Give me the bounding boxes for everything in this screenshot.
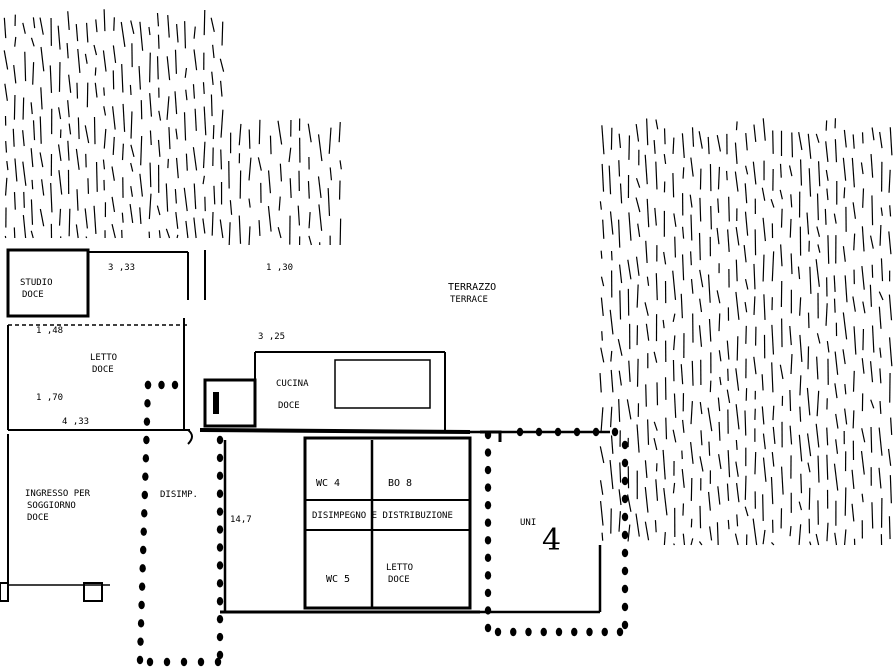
wc5-label: WC 5	[326, 574, 350, 585]
hatched-area-top-middle	[228, 118, 342, 246]
corridor-label: DISIMP.	[160, 490, 198, 500]
dimension-f: 14,7	[230, 515, 252, 525]
unit-prefix-label: UNI	[520, 518, 536, 528]
door-marks	[187, 392, 502, 445]
hatched-area-top-left	[3, 9, 225, 239]
terrace-label: TERRAZZO	[448, 282, 496, 293]
hatched-area-right	[599, 118, 893, 546]
walls	[0, 248, 610, 614]
terrace-sublabel: TERRACE	[450, 295, 488, 305]
dimension-d: 1 ,48	[36, 326, 63, 336]
bedroom-right-label: LETTO	[386, 563, 413, 573]
unit-boundary-dots	[136, 380, 629, 667]
bath-label: BO 8	[388, 478, 412, 489]
dimension-e: 1 ,70	[36, 393, 63, 403]
studio-label: STUDIO	[20, 278, 53, 288]
living-label-2: SOGGIORNO	[27, 501, 76, 511]
kitchen-label: CUCINA	[276, 379, 309, 389]
living-label-3: DOCE	[27, 513, 49, 523]
living-label-1: INGRESSO PER	[25, 489, 91, 499]
dimension-b: 1 ,30	[266, 263, 293, 273]
bedroom-left-label: LETTO	[90, 353, 117, 363]
bedroom-right-sublabel: DOCE	[388, 575, 410, 585]
corridor-bar-label: DISIMPEGNO E DISTRIBUZIONE	[312, 511, 453, 521]
bedroom-left-sublabel: DOCE	[92, 365, 114, 375]
wc4-label: WC 4	[316, 478, 340, 489]
dimension-a: 3 ,33	[108, 263, 135, 273]
dimension-g: 4 ,33	[62, 417, 89, 427]
dimension-c: 3 ,25	[258, 332, 285, 342]
studio-sublabel: DOCE	[22, 290, 44, 300]
kitchen-sublabel: DOCE	[278, 401, 300, 411]
unit-number: 4	[542, 523, 561, 558]
room-labels: TERRAZZO TERRACE STUDIO DOCE LETTO DOCE …	[20, 263, 561, 585]
